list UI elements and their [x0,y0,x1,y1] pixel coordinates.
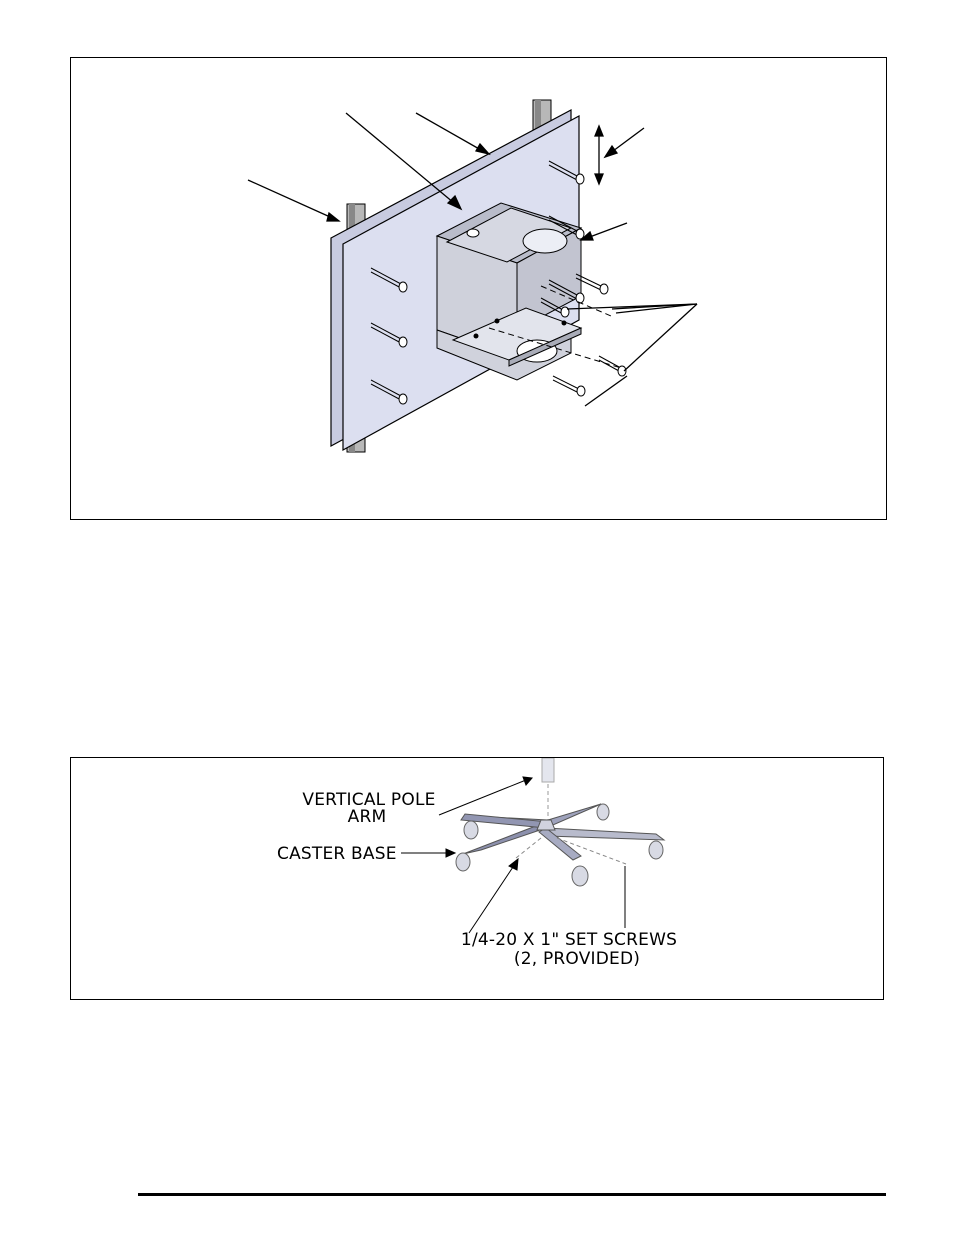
figure-wall-mount [70,57,887,520]
lag-bolts-right [540,160,627,397]
vertical-pole-label-line1: VERTICAL POLE [302,790,435,810]
leader-lines [401,776,626,934]
caster-base-star [460,803,666,861]
wall-mount-diagram [247,99,698,453]
mount-bracket [435,202,583,381]
set-screws-label-line2: (2, PROVIDED) [514,949,640,969]
set-screws-label-line1: 1/4-20 X 1" SET SCREWS [461,930,677,950]
leader-arrows [247,112,698,407]
vertical-pole-label-line2: ARM [348,807,387,827]
set-screw-lines [515,837,627,865]
casters [455,803,664,887]
vertical-pole-stub [541,758,555,783]
footer-rule [138,1193,886,1196]
figure-caster-base: VERTICAL POLE ARM CASTER BASE 1/4-20 X 1… [70,757,884,1000]
caster-base-label: CASTER BASE [277,844,397,864]
lag-bolts-left [370,267,408,405]
caster-base-diagram: VERTICAL POLE ARM CASTER BASE 1/4-20 X 1… [277,758,677,969]
alignment-lines [488,285,622,369]
